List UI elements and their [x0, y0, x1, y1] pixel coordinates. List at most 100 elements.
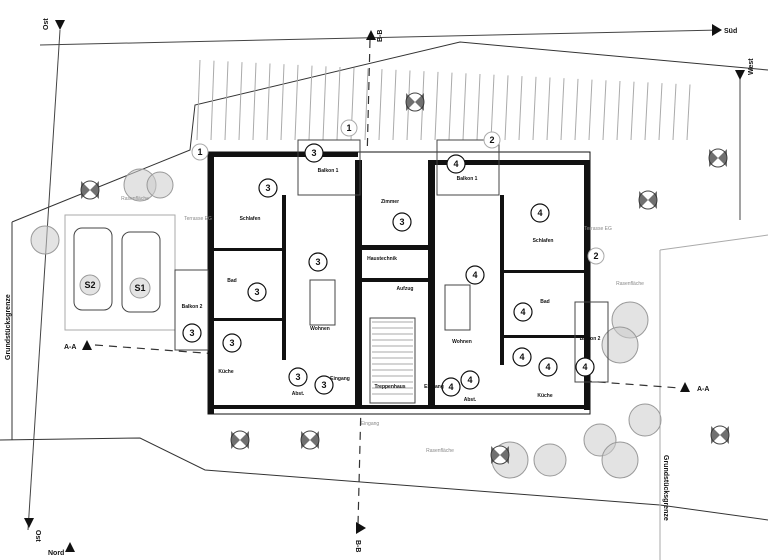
terrace-badge: [191, 143, 209, 161]
terrace-number: 1: [197, 147, 202, 157]
unit-badge: [222, 333, 242, 353]
unit-number: 4: [448, 382, 453, 392]
ost-marker-icon: [55, 20, 65, 30]
unit-number: 4: [453, 159, 458, 169]
nord-marker-icon: [65, 542, 75, 552]
unit-badge: [247, 282, 267, 302]
label-ost-bottom: Ost: [34, 530, 41, 542]
room-balkon1-4: Balkon 1: [457, 176, 478, 182]
unit-badge: [538, 357, 558, 377]
axis-sued: [39, 29, 721, 46]
room-abst-4: Abst.: [464, 397, 477, 403]
unit-number: 3: [315, 257, 320, 267]
terrace-number: 2: [489, 135, 494, 145]
label-bb-top: B-B: [377, 30, 384, 42]
label-entrance-path: Eingang: [361, 421, 380, 427]
bb-bottom-marker-icon: [356, 522, 366, 534]
unit-number: 4: [472, 270, 477, 280]
label-lawn-3: Rasenfläche: [426, 448, 454, 454]
unit-number: 3: [311, 148, 316, 158]
hatch-line: [616, 80, 621, 141]
terrace-badge: [340, 119, 358, 137]
hatch-line: [322, 66, 327, 141]
label-bb-bottom: B-B: [354, 540, 361, 552]
room-wohnen-3: Wohnen: [310, 326, 330, 332]
hatch-line: [252, 62, 257, 141]
unit-badge: [308, 252, 328, 272]
room-terrasse-4: Terrasse EG: [584, 226, 612, 232]
tree: [601, 441, 639, 479]
unit-badge: [465, 265, 485, 285]
unit-badge: [304, 143, 324, 163]
room-kueche-4: Küche: [537, 393, 553, 399]
tree: [628, 403, 662, 437]
sued-marker-icon: [712, 24, 722, 36]
tree-symbol-icon: [638, 190, 658, 210]
hatch-line: [602, 80, 607, 141]
terrace-number: 2: [593, 251, 598, 261]
unit-number: 3: [265, 183, 270, 193]
unit-badge: [392, 212, 412, 232]
tree-symbol-icon: [490, 445, 510, 465]
unit-badge: [258, 178, 278, 198]
parking-s1: S1: [134, 283, 145, 293]
unit-badge: [288, 367, 308, 387]
hatch-line: [196, 59, 201, 141]
label-ost-top: Ost: [43, 18, 50, 30]
unit-badge: [513, 302, 533, 322]
unit-badge: [530, 203, 550, 223]
tree-symbol-icon: [405, 92, 425, 112]
label-west: West: [748, 58, 755, 75]
unit-badge: [314, 375, 334, 395]
terrace-badge: [483, 131, 501, 149]
label-lawn-2: Rasenfläche: [616, 281, 644, 287]
hatch-line: [560, 78, 565, 141]
tree-symbol-icon: [710, 425, 730, 445]
tree: [601, 326, 639, 364]
label-lawn-1: Rasenfläche: [121, 196, 149, 202]
label-sued: Süd: [724, 28, 737, 35]
tree: [146, 171, 174, 199]
label-nord: Nord: [48, 550, 64, 557]
unit-number: 3: [295, 372, 300, 382]
hatch-line: [518, 76, 523, 141]
parking-area: S2 S1: [64, 214, 176, 331]
room-balkon1-3: Balkon 1: [318, 168, 339, 174]
hatch-line: [294, 64, 299, 141]
unit-number: 4: [519, 352, 524, 362]
room-kueche-3: Küche: [218, 369, 234, 375]
room-abst-3: Abst.: [292, 391, 305, 397]
west-marker-icon: [735, 70, 745, 80]
hatch-line: [378, 69, 383, 141]
unit-badge: [441, 377, 461, 397]
hatch-line: [448, 72, 453, 141]
hatch-line: [644, 82, 649, 141]
hatch-line: [364, 68, 369, 141]
axis-ost: [27, 29, 61, 531]
unit-badge: [575, 357, 595, 377]
hatch-line: [532, 76, 537, 141]
unit-badge: [446, 154, 466, 174]
unit-badge: [512, 347, 532, 367]
unit-number: 4: [520, 307, 525, 317]
hatch-line: [630, 81, 635, 141]
unit-badge: [182, 323, 202, 343]
tree-symbol-icon: [230, 430, 250, 450]
aa-right-marker-icon: [680, 382, 690, 392]
unit-number: 4: [545, 362, 550, 372]
hatch-line: [546, 77, 551, 141]
unit-number: 4: [467, 375, 472, 385]
bb-top-marker-icon: [366, 30, 376, 40]
room-balkon2-4: Balkon 2: [580, 336, 601, 342]
tree-symbol-icon: [708, 148, 728, 168]
room-zimmer-3: Zimmer: [381, 199, 399, 205]
hatch-line: [280, 64, 285, 141]
hatch-line: [210, 60, 215, 141]
unit-number: 4: [582, 362, 587, 372]
room-wohnen-4: Wohnen: [452, 339, 472, 345]
hatch-line: [686, 84, 691, 141]
hatch-line: [658, 83, 663, 141]
unit-number: 4: [537, 208, 542, 218]
tree: [533, 443, 567, 477]
